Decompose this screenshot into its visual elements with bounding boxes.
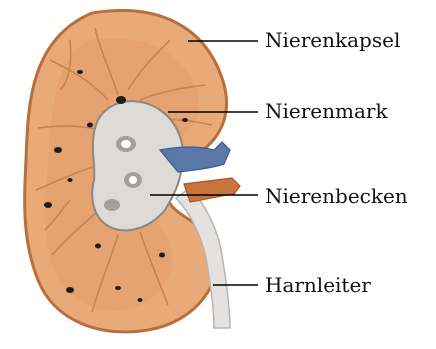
label-harnleiter: Harnleiter [265,274,371,296]
label-nierenkapsel: Nierenkapsel [265,29,400,51]
renal-artery [184,178,240,202]
label-nierenbecken: Nierenbecken [265,185,408,207]
label-nierenmark: Nierenmark [265,100,388,122]
